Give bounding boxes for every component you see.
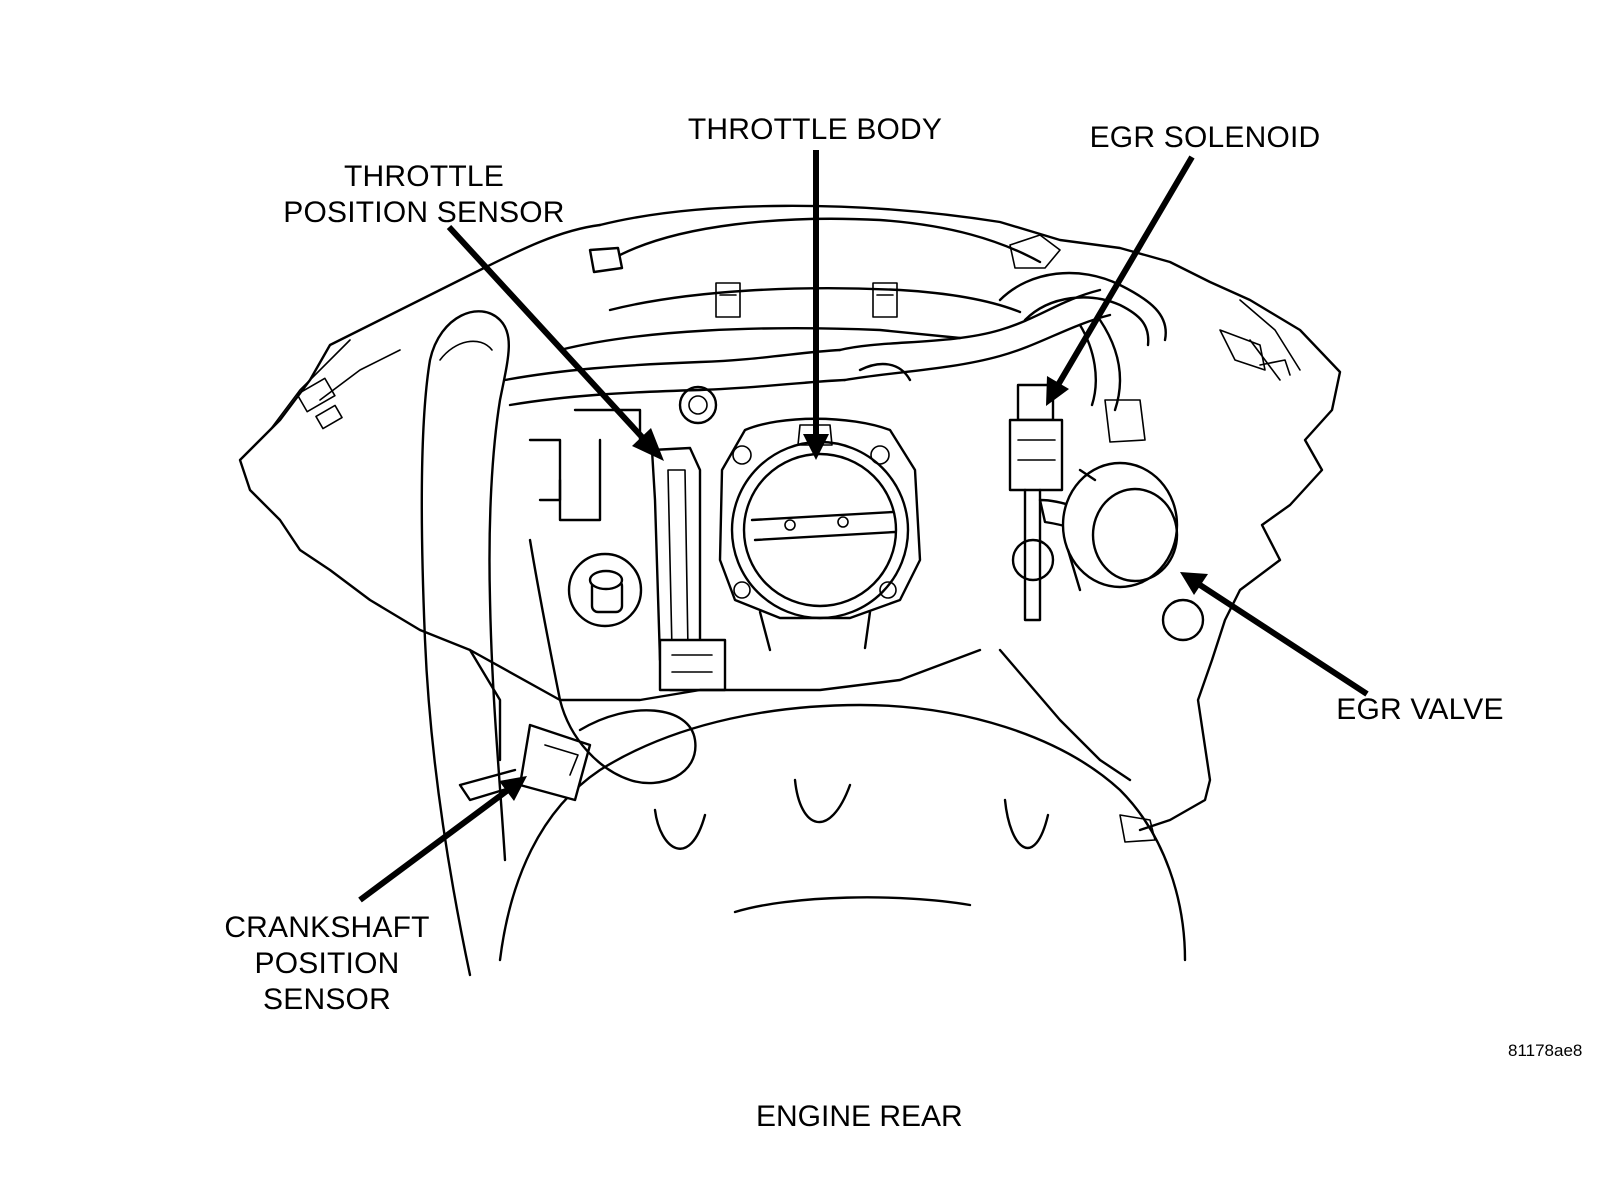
engine-block-lower: [468, 648, 1187, 962]
egr-valve-label-text: EGR VALVE: [1336, 693, 1504, 726]
crankshaft-position-sensor-label-line-2: POSITION: [254, 947, 400, 980]
throttle-body-part: [718, 417, 922, 652]
leader-crankshaft-position-sensor: [358, 776, 527, 903]
throttle-body-label-text: THROTTLE BODY: [687, 113, 943, 146]
crankshaft-position-sensor-label-line-3: SENSOR: [263, 983, 391, 1016]
leader-throttle-body: [803, 150, 829, 460]
throttle-position-sensor-label-line-2: POSITION SENSOR: [283, 196, 565, 229]
throttle-position-sensor-label: THROTTLE POSITION SENSOR: [279, 159, 569, 231]
throttle-body-label: THROTTLE BODY: [680, 112, 950, 148]
leader-egr-solenoid: [1046, 155, 1195, 406]
crankshaft-position-sensor-part: [458, 538, 697, 802]
egr-solenoid-label: EGR SOLENOID: [1080, 120, 1330, 156]
leader-egr-valve: [1180, 572, 1369, 697]
crankshaft-position-sensor-label: CRANKSHAFT POSITION SENSOR: [212, 910, 442, 1018]
figure-caption: ENGINE REAR: [756, 1100, 963, 1133]
intake-manifold: [558, 217, 1061, 352]
left-stud: [567, 385, 718, 628]
engine-outline: [238, 204, 1342, 832]
throttle-position-sensor-part: [528, 408, 727, 692]
egr-solenoid-label-text: EGR SOLENOID: [1089, 121, 1321, 154]
leader-throttle-position-sensor: [446, 224, 664, 461]
egr-valve-label: EGR VALVE: [1320, 692, 1520, 728]
egr-valve-part: [1011, 399, 1205, 642]
crankshaft-position-sensor-label-line-1: CRANKSHAFT: [224, 911, 430, 944]
figure-id: 81178ae8: [1508, 1041, 1583, 1060]
coolant-hose: [420, 310, 510, 977]
egr-solenoid-part: [1008, 383, 1112, 622]
throttle-position-sensor-label-line-1: THROTTLE: [344, 160, 504, 193]
